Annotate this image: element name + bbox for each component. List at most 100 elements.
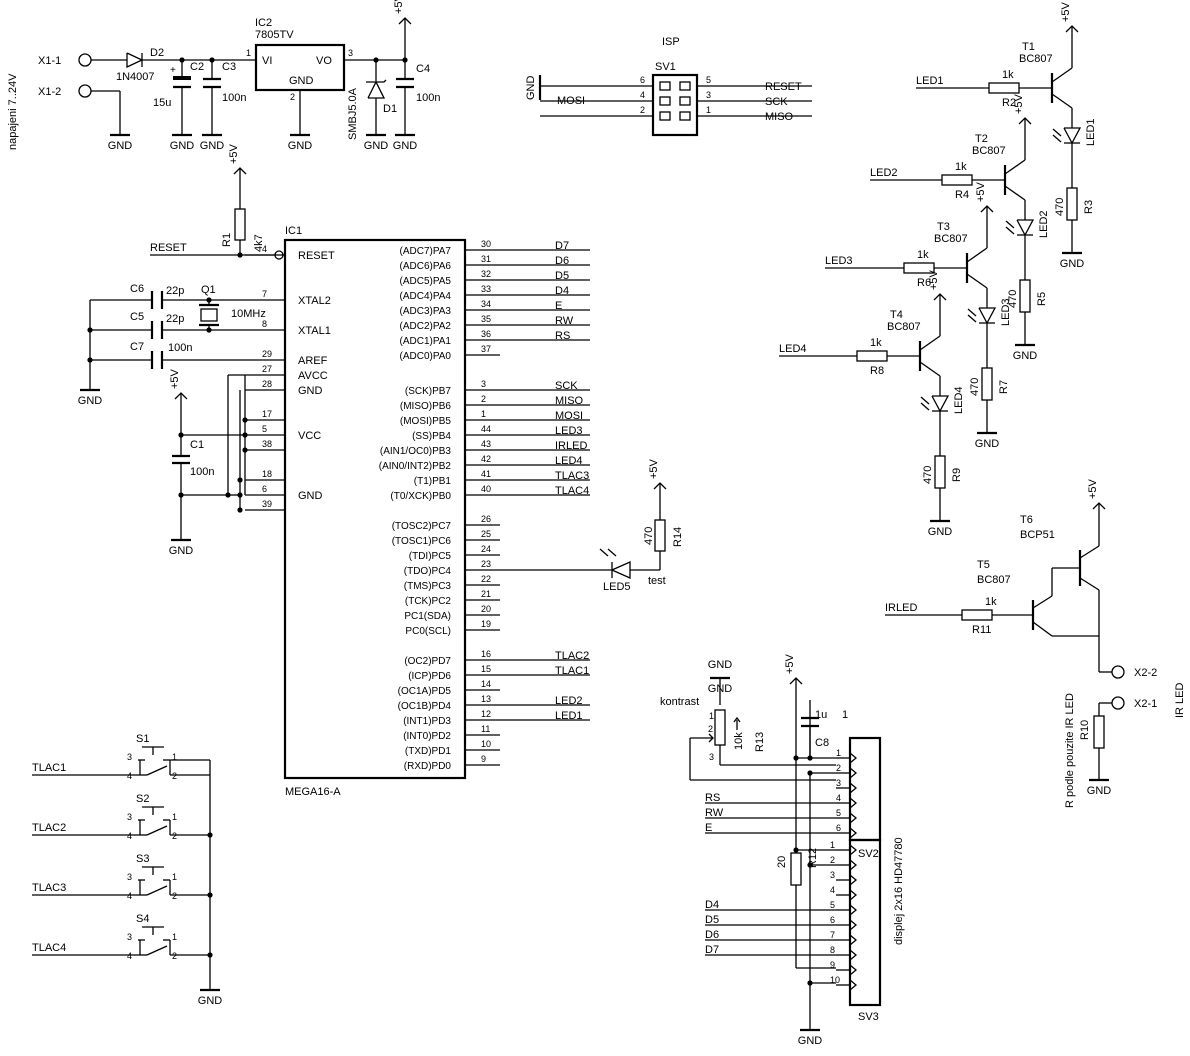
t-name: T3 <box>937 221 950 233</box>
ic2-p1: 1 <box>246 48 251 58</box>
rb-value: 1k <box>917 249 929 261</box>
ic1-left-pin-num: 7 <box>262 289 267 299</box>
gnd-label: GND <box>78 395 103 407</box>
wire <box>967 308 977 317</box>
junction-dot <box>207 952 213 958</box>
vcc-label: +5V <box>784 653 796 674</box>
button-net: TLAC1 <box>32 762 66 774</box>
ic1-right-pin-label: (INT0)PD2 <box>403 731 451 742</box>
junction-dot <box>807 862 813 868</box>
junction-dot <box>206 327 212 333</box>
ic1-right-pin-num: 44 <box>481 424 491 434</box>
pot-pin: 3 <box>709 752 714 762</box>
reset-net: RESET <box>150 242 187 254</box>
sv2-pin-num: 4 <box>836 793 841 803</box>
vcc-label: +5V <box>393 0 405 14</box>
t-part: BC807 <box>1019 53 1053 65</box>
ic1-right-pin-label: (ADC1)PA1 <box>400 336 452 347</box>
ic1-right-pin-num: 30 <box>481 239 491 249</box>
switch-lever <box>146 825 168 836</box>
btn-pin: 3 <box>127 752 132 762</box>
ic1-net-label: SCK <box>555 380 578 392</box>
ic1-right-pin-label: PC1(SDA) <box>404 611 451 622</box>
resistor-body <box>961 609 993 621</box>
gnd-label: GND <box>169 545 194 557</box>
ic1-right-pin-num: 31 <box>481 254 491 264</box>
q1-value: 10MHz <box>231 308 266 320</box>
ic1-right-pin-label: (T0/XCK)PB0 <box>390 491 451 502</box>
vcc-label: +5V <box>975 181 987 202</box>
sv1-pin <box>659 111 671 121</box>
wire <box>1004 185 1026 201</box>
ic1-net-label: TLAC3 <box>555 470 589 482</box>
ic1-right-pin-label: (MISO)PB6 <box>400 401 452 412</box>
r12-value: 20 <box>776 856 788 868</box>
ic1-right-pin-num: 26 <box>481 514 491 524</box>
isp-net-right: RESET <box>765 81 802 93</box>
ic1-net-label: LED4 <box>555 455 583 467</box>
wire <box>1052 134 1062 143</box>
sv1-pin <box>679 96 691 106</box>
c6-name: C6 <box>130 283 144 295</box>
ic1-net-label: RW <box>555 315 574 327</box>
ic1-right-pin-num: 32 <box>481 269 491 279</box>
gnd-label: GND <box>200 140 225 152</box>
ic1-net-label: TLAC4 <box>555 485 589 497</box>
sv1-pin-num: 5 <box>706 75 711 85</box>
ic1-right-pin-label: (SS)PB4 <box>412 431 451 442</box>
led-symbol <box>1016 219 1035 237</box>
rc-name: R5 <box>1036 292 1048 306</box>
vcc-arrow <box>933 293 947 301</box>
pin-arrow <box>849 874 858 886</box>
wire <box>1032 621 1053 637</box>
rc-name: R3 <box>1083 200 1095 214</box>
resistor-body <box>981 367 993 401</box>
t5-name: T5 <box>977 559 990 571</box>
gnd-label: GND <box>108 140 133 152</box>
sv1-pin <box>679 81 691 91</box>
ic1-right-pin-label: (ADC4)PA4 <box>400 291 452 302</box>
wire <box>920 396 930 405</box>
wire <box>1051 67 1073 83</box>
ic1-right-pin-num: 20 <box>481 604 491 614</box>
ic1-right-pin-num: 22 <box>481 574 491 584</box>
ic2-value: 7805TV <box>255 29 294 41</box>
vcc-label: +5V <box>169 368 181 389</box>
c8-value: 1u <box>815 709 827 721</box>
rb-name: R6 <box>917 277 931 289</box>
ic1-right-pin-num: 23 <box>481 559 491 569</box>
ic1-right-pin-label: (OC1B)PD4 <box>398 701 452 712</box>
ic1-net-label: D6 <box>555 255 569 267</box>
ic1-right-pin-label: (MOSI)PB5 <box>400 416 452 427</box>
sv3-pin-num: 9 <box>830 960 835 970</box>
c7-name: C7 <box>130 341 144 353</box>
resistor-body <box>941 174 973 186</box>
ic1-left-pin-num: 4 <box>262 244 267 254</box>
resistor-body <box>1066 187 1078 221</box>
vcc-label: +5V <box>228 143 240 164</box>
wire <box>920 402 930 411</box>
d2-value: 1N4007 <box>116 71 155 83</box>
ic1-right-pin-label: (INT1)PD3 <box>403 716 451 727</box>
sv3-pin-num: 8 <box>830 945 835 955</box>
ic1-left-pin-label: GND <box>298 385 323 397</box>
led-symbol <box>1063 127 1082 145</box>
ic1-right-pin-num: 43 <box>481 439 491 449</box>
led-symbol <box>931 395 950 413</box>
junction-dot <box>242 417 248 423</box>
ic1-right-pin-label: (ADC2)PA2 <box>400 321 452 332</box>
rb-value: 1k <box>870 337 882 349</box>
ic1-right-pin-label: (OC1A)PD5 <box>398 686 452 697</box>
pin-arrow <box>849 964 858 976</box>
resistor-body <box>1019 279 1031 313</box>
vcc-label: +5V <box>648 458 660 479</box>
c2-plus: + <box>170 65 176 76</box>
rc-value: 470 <box>1054 198 1066 216</box>
pot-wiper <box>708 733 714 743</box>
r14-value: 470 <box>643 527 655 545</box>
pin-arrow <box>849 919 858 931</box>
r10-name: R10 <box>1079 720 1091 740</box>
pin-arrow <box>849 904 858 916</box>
vcc-label: +5V <box>1060 1 1072 22</box>
sv3-body <box>848 838 882 1007</box>
